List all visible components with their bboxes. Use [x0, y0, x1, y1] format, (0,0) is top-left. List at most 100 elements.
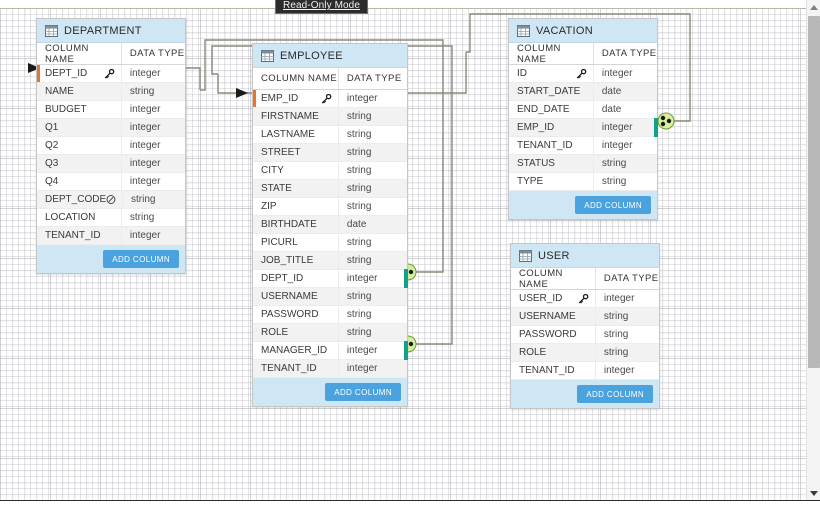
table-row[interactable]: EMP_ID integer	[509, 118, 658, 137]
table-row[interactable]: TENANT_ID integer	[253, 360, 407, 378]
column-name: ROLE	[261, 327, 289, 338]
table-node-employee[interactable]: EMPLOYEE COLUMN NAME DATA TYPE EMP_ID in…	[252, 43, 408, 407]
table-row[interactable]: DEPT_ID integer	[253, 269, 408, 288]
table-name-label: DEPARTMENT	[64, 24, 142, 37]
header-column-name: COLUMN NAME	[517, 42, 561, 65]
key-icon	[104, 68, 115, 79]
table-row[interactable]: USERNAME string	[511, 308, 659, 326]
table-row[interactable]: END_DATE date	[509, 101, 657, 119]
table-row[interactable]: MANAGER_ID integer	[253, 341, 408, 360]
fk-marker	[654, 118, 658, 137]
column-name: STATE	[261, 183, 292, 194]
column-name: ID	[517, 68, 527, 79]
column-name: USER_ID	[519, 293, 563, 304]
table-row[interactable]: STATUS string	[509, 155, 657, 173]
scroll-down-button[interactable]	[807, 486, 820, 500]
add-column-button[interactable]: ADD COLUMN	[575, 196, 651, 214]
table-row[interactable]: USERNAME string	[253, 288, 407, 306]
table-row[interactable]: Q4 integer	[37, 173, 185, 191]
table-row[interactable]: STREET string	[253, 144, 407, 162]
table-node-vacation[interactable]: VACATION COLUMN NAME DATA TYPE ID intege…	[508, 18, 658, 220]
table-row[interactable]: BUDGET integer	[37, 101, 185, 119]
table-row[interactable]: NAME string	[37, 83, 185, 101]
table-row[interactable]: JOB_TITLE string	[253, 252, 407, 270]
table-row[interactable]: ZIP string	[253, 198, 407, 216]
table-title-user[interactable]: USER	[511, 244, 659, 268]
add-column-button[interactable]: ADD COLUMN	[325, 383, 401, 401]
table-row[interactable]: Q1 integer	[37, 119, 185, 137]
vertical-scrollbar-thumb[interactable]	[808, 16, 820, 368]
table-row[interactable]: DEPT_CODE string	[37, 191, 185, 209]
table-row[interactable]: LOCATION string	[37, 209, 185, 227]
table-row[interactable]: Q3 integer	[37, 155, 185, 173]
table-icon	[45, 24, 58, 37]
fk-marker	[404, 341, 408, 360]
table-row[interactable]: Q2 integer	[37, 137, 185, 155]
column-name: LASTNAME	[261, 129, 315, 140]
table-icon	[517, 24, 530, 37]
table-row[interactable]: TENANT_ID integer	[509, 137, 657, 155]
table-row[interactable]: PASSWORD string	[253, 306, 407, 324]
key-icon	[576, 68, 587, 79]
table-row[interactable]: FIRSTNAME string	[253, 108, 407, 126]
column-name: PICURL	[261, 237, 298, 248]
table-row[interactable]: BIRTHDATE date	[253, 216, 407, 234]
table-row[interactable]: TENANT_ID integer	[511, 362, 659, 380]
scroll-up-button[interactable]	[807, 0, 820, 14]
column-name: ZIP	[261, 201, 277, 212]
table-row[interactable]: PASSWORD string	[511, 326, 659, 344]
column-name: USERNAME	[519, 311, 576, 322]
column-type: string	[120, 209, 185, 226]
column-type: integer	[594, 362, 659, 379]
column-name: TENANT_ID	[519, 365, 575, 376]
table-row[interactable]: DEPT_ID integer	[37, 65, 185, 83]
column-type: string	[337, 180, 407, 197]
table-footer: ADD COLUMN	[253, 378, 407, 406]
column-type: string	[594, 326, 659, 343]
column-name: DEPT_ID	[261, 273, 304, 284]
column-name: START_DATE	[517, 86, 581, 97]
table-row[interactable]: EMP_ID integer	[253, 90, 407, 108]
column-type: integer	[592, 65, 657, 82]
column-type: integer	[120, 155, 185, 172]
table-title-department[interactable]: DEPARTMENT	[37, 19, 185, 43]
table-rows-vacation: ID integer START_DATE date END_DATE date…	[509, 65, 658, 191]
table-row[interactable]: LASTNAME string	[253, 126, 407, 144]
column-type: integer	[120, 227, 185, 244]
table-node-department[interactable]: DEPARTMENT COLUMN NAME DATA TYPE DEPT_ID…	[36, 18, 186, 274]
table-row[interactable]: ID integer	[509, 65, 657, 83]
column-name: PASSWORD	[261, 309, 319, 320]
column-name: TENANT_ID	[517, 140, 573, 151]
table-row[interactable]: CITY string	[253, 162, 407, 180]
table-columns-header: COLUMN NAME DATA TYPE	[253, 68, 407, 90]
table-row[interactable]: PICURL string	[253, 234, 407, 252]
table-row[interactable]: STATE string	[253, 180, 407, 198]
column-name: BIRTHDATE	[261, 219, 317, 230]
table-row[interactable]: TYPE string	[509, 173, 657, 191]
column-type: string	[337, 198, 407, 215]
table-row[interactable]: ROLE string	[253, 324, 407, 342]
column-name: PASSWORD	[519, 329, 577, 340]
table-title-employee[interactable]: EMPLOYEE	[253, 44, 407, 68]
bottom-bar	[0, 500, 820, 508]
chevron-down-icon	[810, 490, 818, 496]
column-type: string	[337, 234, 407, 251]
add-column-button[interactable]: ADD COLUMN	[103, 250, 179, 268]
vertical-scrollbar[interactable]	[806, 0, 820, 500]
table-row[interactable]: USER_ID integer	[511, 290, 659, 308]
header-column-name: COLUMN NAME	[45, 42, 89, 65]
add-column-button[interactable]: ADD COLUMN	[577, 385, 653, 403]
table-node-user[interactable]: USER COLUMN NAME DATA TYPE USER_ID integ…	[510, 243, 660, 409]
table-name-label: VACATION	[536, 24, 593, 37]
column-type: integer	[120, 173, 185, 190]
table-footer: ADD COLUMN	[509, 191, 657, 219]
pk-marker	[253, 90, 256, 107]
chevron-up-icon	[810, 4, 818, 10]
table-title-vacation[interactable]: VACATION	[509, 19, 657, 43]
table-columns-header: COLUMN NAME DATA TYPE	[37, 43, 185, 65]
table-row[interactable]: ROLE string	[511, 344, 659, 362]
column-name: FIRSTNAME	[261, 111, 319, 122]
column-type: string	[337, 288, 407, 305]
table-row[interactable]: TENANT_ID integer	[37, 227, 185, 245]
table-row[interactable]: START_DATE date	[509, 83, 657, 101]
